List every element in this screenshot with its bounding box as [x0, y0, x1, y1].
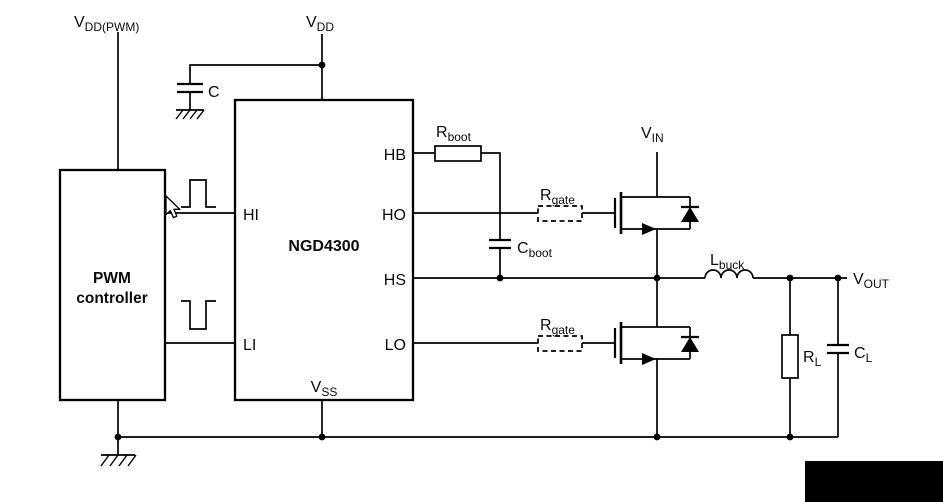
bypass-cap-label: C	[208, 84, 220, 101]
mosfet-arrow	[642, 353, 656, 365]
pin-hi-label: HI	[243, 207, 259, 224]
junction-dot	[496, 274, 504, 282]
r-gate-high-label: Rgate	[540, 187, 575, 207]
mosfet-drain	[621, 278, 690, 328]
r-gate-low-label: Rgate	[540, 317, 575, 337]
high-side-body-diode	[681, 197, 699, 229]
c-boot-capacitor	[489, 238, 511, 250]
c-load-capacitor	[827, 343, 849, 355]
diode-triangle	[681, 337, 699, 352]
mouse-cursor	[165, 195, 181, 219]
mosfet-source	[621, 228, 690, 278]
junction-dot	[114, 433, 122, 441]
r-boot-resistor	[434, 145, 482, 162]
pwm-controller-label-line2: controller	[76, 290, 147, 307]
junction-dots	[114, 61, 842, 441]
pin-ho-label: HO	[382, 207, 406, 224]
vin-label: VIN	[641, 125, 664, 145]
pulse-low-waveform	[181, 300, 216, 330]
junction-dot	[318, 433, 326, 441]
ground-hatches	[100, 454, 137, 467]
junction-dot	[786, 433, 794, 441]
high-side-mosfet	[613, 152, 690, 278]
bypass-capacitor	[177, 82, 203, 94]
c-load-label: CL	[854, 345, 873, 365]
r-load-resistor	[781, 334, 799, 379]
diode-triangle	[681, 207, 699, 222]
low-side-body-diode	[681, 327, 699, 359]
r-boot-label: Rboot	[436, 124, 472, 144]
ngd4300-ic-block	[233, 98, 415, 402]
l-buck-inductor	[704, 269, 754, 279]
c-boot-label: Cboot	[517, 240, 553, 260]
pin-hb-label: HB	[384, 147, 406, 164]
junction-dot	[834, 274, 842, 282]
l-buck-label: Lbuck	[710, 252, 745, 272]
pin-li-label: LI	[243, 337, 256, 354]
vdd-label: VDD	[306, 14, 334, 34]
pin-vss-label: VSS	[311, 379, 338, 399]
mosfet-source	[621, 358, 690, 437]
ic-name-label: NGD4300	[288, 238, 359, 255]
ground-hatches	[175, 109, 205, 120]
junction-dot	[318, 61, 326, 69]
pin-hs-label: HS	[384, 272, 406, 289]
vout-label: VOUT	[853, 271, 890, 291]
pin-lo-label: LO	[385, 337, 406, 354]
redaction-box	[805, 461, 943, 502]
junction-dot	[786, 274, 794, 282]
junction-dot	[653, 274, 661, 282]
r-load-label: RL	[803, 349, 822, 369]
wire-hb	[413, 152, 501, 240]
low-side-mosfet	[613, 278, 690, 437]
vdd-pwm-label: VDD(PWM)	[74, 14, 139, 34]
ground-symbol-bypass	[175, 109, 205, 120]
wires	[117, 32, 847, 455]
pwm-controller-label-line1: PWM	[93, 270, 131, 287]
ground-symbol-main	[100, 454, 137, 467]
pulse-high-waveform	[181, 179, 216, 208]
mosfet-arrow	[642, 223, 656, 235]
pwm-controller-block	[58, 168, 167, 402]
r-gate-low-resistor	[537, 335, 583, 352]
mosfet-drain	[621, 152, 690, 198]
r-gate-high-resistor	[537, 205, 583, 222]
junction-dot	[653, 433, 661, 441]
wire-vdd-bypass-branch	[189, 64, 322, 84]
